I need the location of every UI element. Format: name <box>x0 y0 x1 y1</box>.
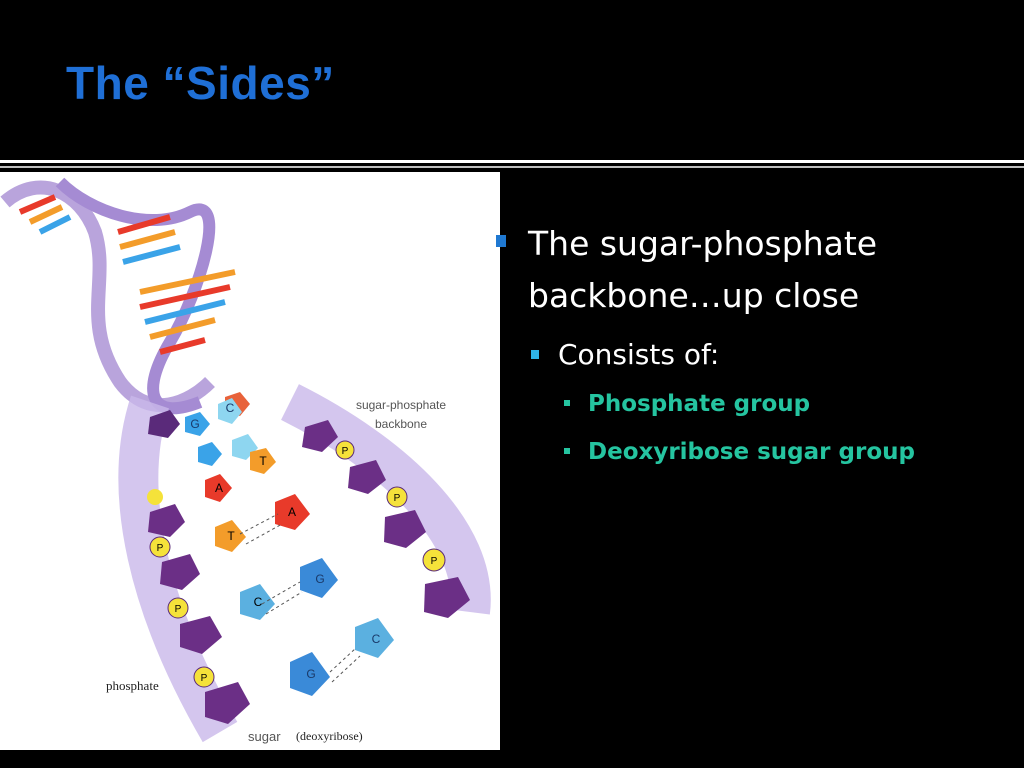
svg-text:P: P <box>157 543 164 554</box>
slide-title: The “Sides” <box>66 57 335 109</box>
bullet-level2: Consists of: <box>494 330 1014 380</box>
base-pairs: G C T A T A C G C G <box>185 392 394 696</box>
svg-text:P: P <box>394 493 401 504</box>
bullet-text: Consists of: <box>558 338 720 371</box>
svg-text:P: P <box>175 604 182 615</box>
svg-text:P: P <box>431 556 438 567</box>
svg-text:C: C <box>254 595 263 609</box>
svg-text:G: G <box>315 572 324 586</box>
phosphate-label: phosphate <box>106 678 159 693</box>
sugar-label: sugar <box>248 729 281 744</box>
title-bar <box>0 0 1024 160</box>
svg-text:T: T <box>227 529 235 543</box>
svg-text:A: A <box>215 481 223 495</box>
title-divider <box>0 160 1024 163</box>
backbone-label-line2: backbone <box>375 417 427 431</box>
square-bullet-icon <box>496 235 506 247</box>
square-bullet-icon <box>564 448 570 454</box>
bullet-level1: The sugar-phosphate backbone…up close <box>494 218 1014 322</box>
bullet-text: The sugar-phosphate backbone…up close <box>528 224 878 315</box>
svg-text:G: G <box>306 667 315 681</box>
svg-text:C: C <box>372 632 381 646</box>
dna-figure: P P P P P P G C T A T A C <box>0 172 500 750</box>
bullet-list: The sugar-phosphate backbone…up close Co… <box>494 218 1014 476</box>
square-bullet-icon <box>531 350 539 359</box>
bullet-level3: Phosphate group <box>494 380 1014 428</box>
svg-text:G: G <box>190 417 199 431</box>
svg-text:P: P <box>342 446 349 457</box>
backbone-label-line1: sugar-phosphate <box>356 398 446 412</box>
bullet-text: Phosphate group <box>588 391 811 417</box>
svg-text:T: T <box>259 454 267 468</box>
svg-text:P: P <box>201 673 208 684</box>
bullet-level3: Deoxyribose sugar group <box>494 428 1014 476</box>
upper-helix <box>0 177 236 415</box>
svg-text:C: C <box>226 401 235 415</box>
svg-text:A: A <box>288 505 296 519</box>
bullet-text: Deoxyribose sugar group <box>588 439 915 465</box>
title-divider-secondary <box>0 166 1024 168</box>
square-bullet-icon <box>564 400 570 406</box>
deoxyribose-label: (deoxyribose) <box>296 729 363 743</box>
right-backbone: P P P <box>302 420 470 618</box>
left-backbone: P P P <box>147 410 250 724</box>
